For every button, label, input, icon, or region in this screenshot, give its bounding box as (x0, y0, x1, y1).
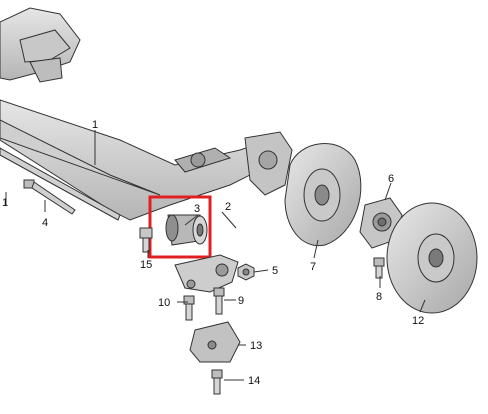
callout-12: 12 (412, 315, 424, 327)
callout-14: 14 (248, 375, 260, 387)
callout-8: 8 (376, 291, 382, 303)
callout-5: 5 (272, 265, 278, 277)
callout-labels: 1 1 2 3 4 5 6 7 8 9 10 12 13 14 15 (2, 119, 424, 387)
axle-beam (0, 99, 281, 221)
callout-1-left: 1 (2, 197, 8, 209)
bolt-4 (23, 179, 76, 215)
nut-5 (237, 263, 255, 281)
mounting-bracket (174, 254, 239, 293)
bolt-9 (213, 287, 225, 315)
callout-2: 2 (225, 201, 231, 213)
bushing-3 (165, 214, 208, 246)
highlight-box (148, 195, 212, 259)
callout-4: 4 (42, 217, 48, 229)
bracket-13 (189, 321, 241, 363)
brake-disc-12 (386, 202, 478, 314)
leader-lines (5, 130, 426, 381)
bolt-15 (139, 227, 153, 253)
trailing-arm (244, 131, 293, 196)
bolt-10 (183, 295, 195, 321)
bolt-14 (211, 369, 223, 395)
callout-1: 1 (92, 119, 98, 131)
bolt-8 (373, 257, 385, 279)
callout-9: 9 (238, 295, 244, 307)
callout-10: 10 (158, 297, 170, 309)
callout-15: 15 (140, 259, 152, 271)
stabilizer-rod (0, 147, 121, 221)
callout-13: 13 (250, 340, 262, 352)
callout-3: 3 (194, 203, 200, 215)
axle-frame-upper (0, 7, 81, 83)
backing-plate-7 (284, 143, 362, 247)
callout-6: 6 (388, 173, 394, 185)
callout-7: 7 (310, 261, 316, 273)
